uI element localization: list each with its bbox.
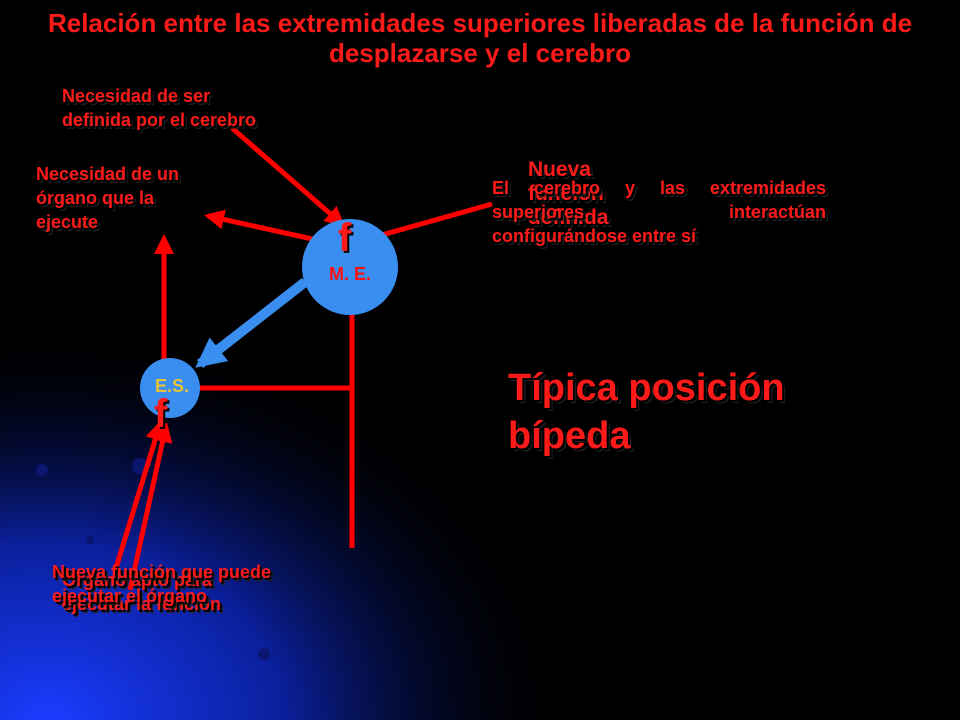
arrow-bottom-to-es-1 [113, 420, 165, 569]
decor-dot [36, 464, 48, 476]
arrow-definida-to-me [230, 126, 346, 227]
me-es-connector-arrow [195, 255, 334, 368]
arrow-bottom-to-es-2 [127, 422, 173, 591]
label-cerebro-extremidades: El cerebro y las extremidades superiores… [492, 178, 826, 246]
me-node-label: M. E. [328, 264, 371, 284]
label-nueva-funcion-definida: Nueva función definida [528, 158, 609, 229]
label-organo-apto: Órgano apto para ejecutar la función [62, 570, 222, 614]
decor-dot [86, 536, 94, 544]
node-es-circle [140, 358, 200, 418]
decor-dot [258, 648, 270, 660]
page-title: Relación entre las extremidades superior… [47, 8, 913, 68]
label-tipica-posicion: Típica posición bípeda [508, 367, 785, 457]
label-necesidad-definida: Necesidad de ser definida por el cerebro [62, 86, 257, 130]
arrow-me-to-organo [204, 209, 327, 245]
label-nueva-funcion-organo: Nueva función que puede ejecutar el órga… [52, 562, 272, 606]
es-node-label: E.S. [154, 376, 189, 396]
label-necesidad-organo: Necesidad de un órgano que la ejecute [36, 164, 180, 232]
node-me-circle [302, 219, 398, 315]
es-function-f: f [154, 392, 168, 436]
me-function-f: f [338, 216, 352, 260]
